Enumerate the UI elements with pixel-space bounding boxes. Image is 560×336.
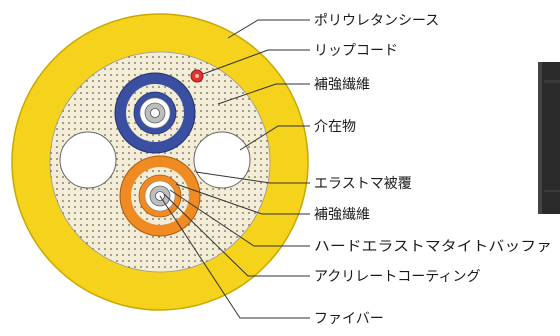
photo-fragment (538, 62, 560, 214)
label-fiber: ファイバー (314, 311, 384, 327)
label-buffer: ハードエラストマタイトバッファ (314, 239, 552, 255)
filler-right (193, 131, 251, 189)
leader-buffer (169, 189, 310, 247)
label-aramid-1: 補強繊維 (314, 77, 370, 93)
leader-sheath (227, 19, 310, 39)
label-aramid-2: 補強繊維 (314, 207, 370, 223)
leader-fiber (159, 195, 310, 319)
leader-ripcord (202, 49, 310, 75)
filler-left (59, 131, 117, 189)
label-filler: 介在物 (314, 119, 356, 135)
label-elastomer: エラストマ被覆 (314, 176, 412, 192)
leader-aramid2 (175, 183, 310, 215)
leader-elastomer (195, 171, 310, 184)
leader-filler (239, 125, 310, 151)
leader-acrylate (163, 193, 310, 277)
label-acrylate: アクリレートコーティング (314, 269, 480, 285)
leader-aramid1 (217, 83, 310, 105)
upper-fiber (150, 108, 160, 118)
label-ripcord: リップコード (314, 43, 398, 59)
label-sheath: ポリウレタンシース (314, 13, 439, 29)
ripcord-core (195, 74, 199, 78)
